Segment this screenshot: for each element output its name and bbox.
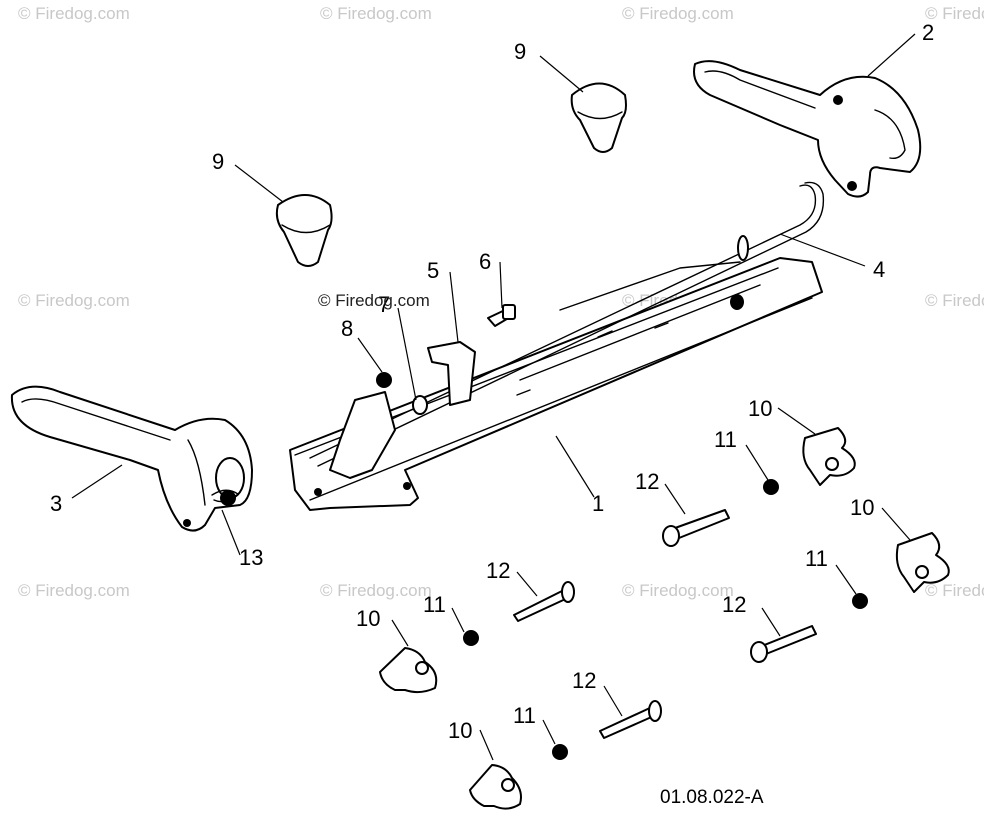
callout-9-left: 9	[212, 149, 224, 174]
part-9-knob-upper	[570, 82, 627, 153]
part-7-bracket	[329, 391, 396, 479]
callout-10: 10	[356, 606, 380, 631]
callout-12: 12	[486, 558, 510, 583]
part-9-knob-left	[275, 194, 333, 267]
part-13-spring	[211, 489, 239, 503]
watermark: © Firedog.com	[925, 4, 984, 23]
watermark: © Firedog.com	[18, 291, 130, 310]
part-12-bolt	[750, 625, 817, 663]
part-10-star-knob-d	[469, 764, 522, 810]
callout-11: 11	[805, 546, 828, 571]
part-3-handle-left	[10, 385, 253, 532]
part-5-bracket	[427, 341, 476, 406]
callouts: 1 2 3 4 5 6 7 8 9 9 10 11 12 10 11 12 12…	[50, 20, 934, 743]
callout-10: 10	[850, 495, 874, 520]
watermark: © Firedog.com	[925, 581, 984, 600]
callout-3: 3	[50, 491, 62, 516]
callout-10: 10	[748, 396, 772, 421]
callout-12: 12	[635, 469, 659, 494]
callout-4: 4	[873, 257, 885, 282]
callout-8: 8	[341, 316, 353, 341]
part-10-star-knob-c	[379, 647, 438, 694]
part-11-nut	[852, 593, 868, 609]
watermark: © Firedog.com	[622, 581, 734, 600]
part-11-nuts	[463, 479, 868, 760]
part-12-bolt	[599, 700, 662, 739]
watermark-center: © Firedog.com	[318, 291, 430, 310]
part-10-star-knob-a	[802, 427, 856, 486]
leader-lines	[71, 33, 916, 761]
part-10-star-knob-b	[895, 532, 950, 593]
watermark: © Firedog.com	[925, 291, 984, 310]
callout-2: 2	[922, 20, 934, 45]
part-11-nut	[552, 744, 568, 760]
part-2-handle-right	[693, 60, 922, 198]
callout-9-upper: 9	[514, 39, 526, 64]
callout-11: 11	[513, 703, 536, 728]
callout-11: 11	[423, 592, 446, 617]
part-11-nut	[463, 630, 479, 646]
callout-13: 13	[239, 545, 263, 570]
watermarks: © Firedog.com © Firedog.com © Firedog.co…	[18, 4, 984, 600]
callout-7: 7	[378, 292, 390, 317]
callout-12: 12	[572, 668, 596, 693]
part-12-bolts	[513, 509, 817, 739]
part-8-nut	[376, 372, 392, 388]
document-reference: 01.08.022-A	[660, 787, 764, 808]
part-4-rod	[309, 181, 825, 467]
part-1-slide-rail	[289, 257, 823, 511]
callout-6: 6	[479, 249, 491, 274]
watermark: © Firedog.com	[320, 581, 432, 600]
part-11-nut	[763, 479, 779, 495]
callout-1: 1	[592, 491, 604, 516]
part-12-bolt	[662, 509, 730, 547]
callout-10: 10	[448, 718, 472, 743]
watermark: © Firedog.com	[18, 4, 130, 23]
watermark: © Firedog.com	[622, 4, 734, 23]
part-6-bolt	[487, 304, 516, 327]
part-12-bolt	[513, 581, 575, 622]
callout-5: 5	[427, 258, 439, 283]
callout-12: 12	[722, 592, 746, 617]
watermark: © Firedog.com	[320, 4, 432, 23]
watermark: © Firedog.com	[18, 581, 130, 600]
callout-11: 11	[714, 427, 737, 452]
